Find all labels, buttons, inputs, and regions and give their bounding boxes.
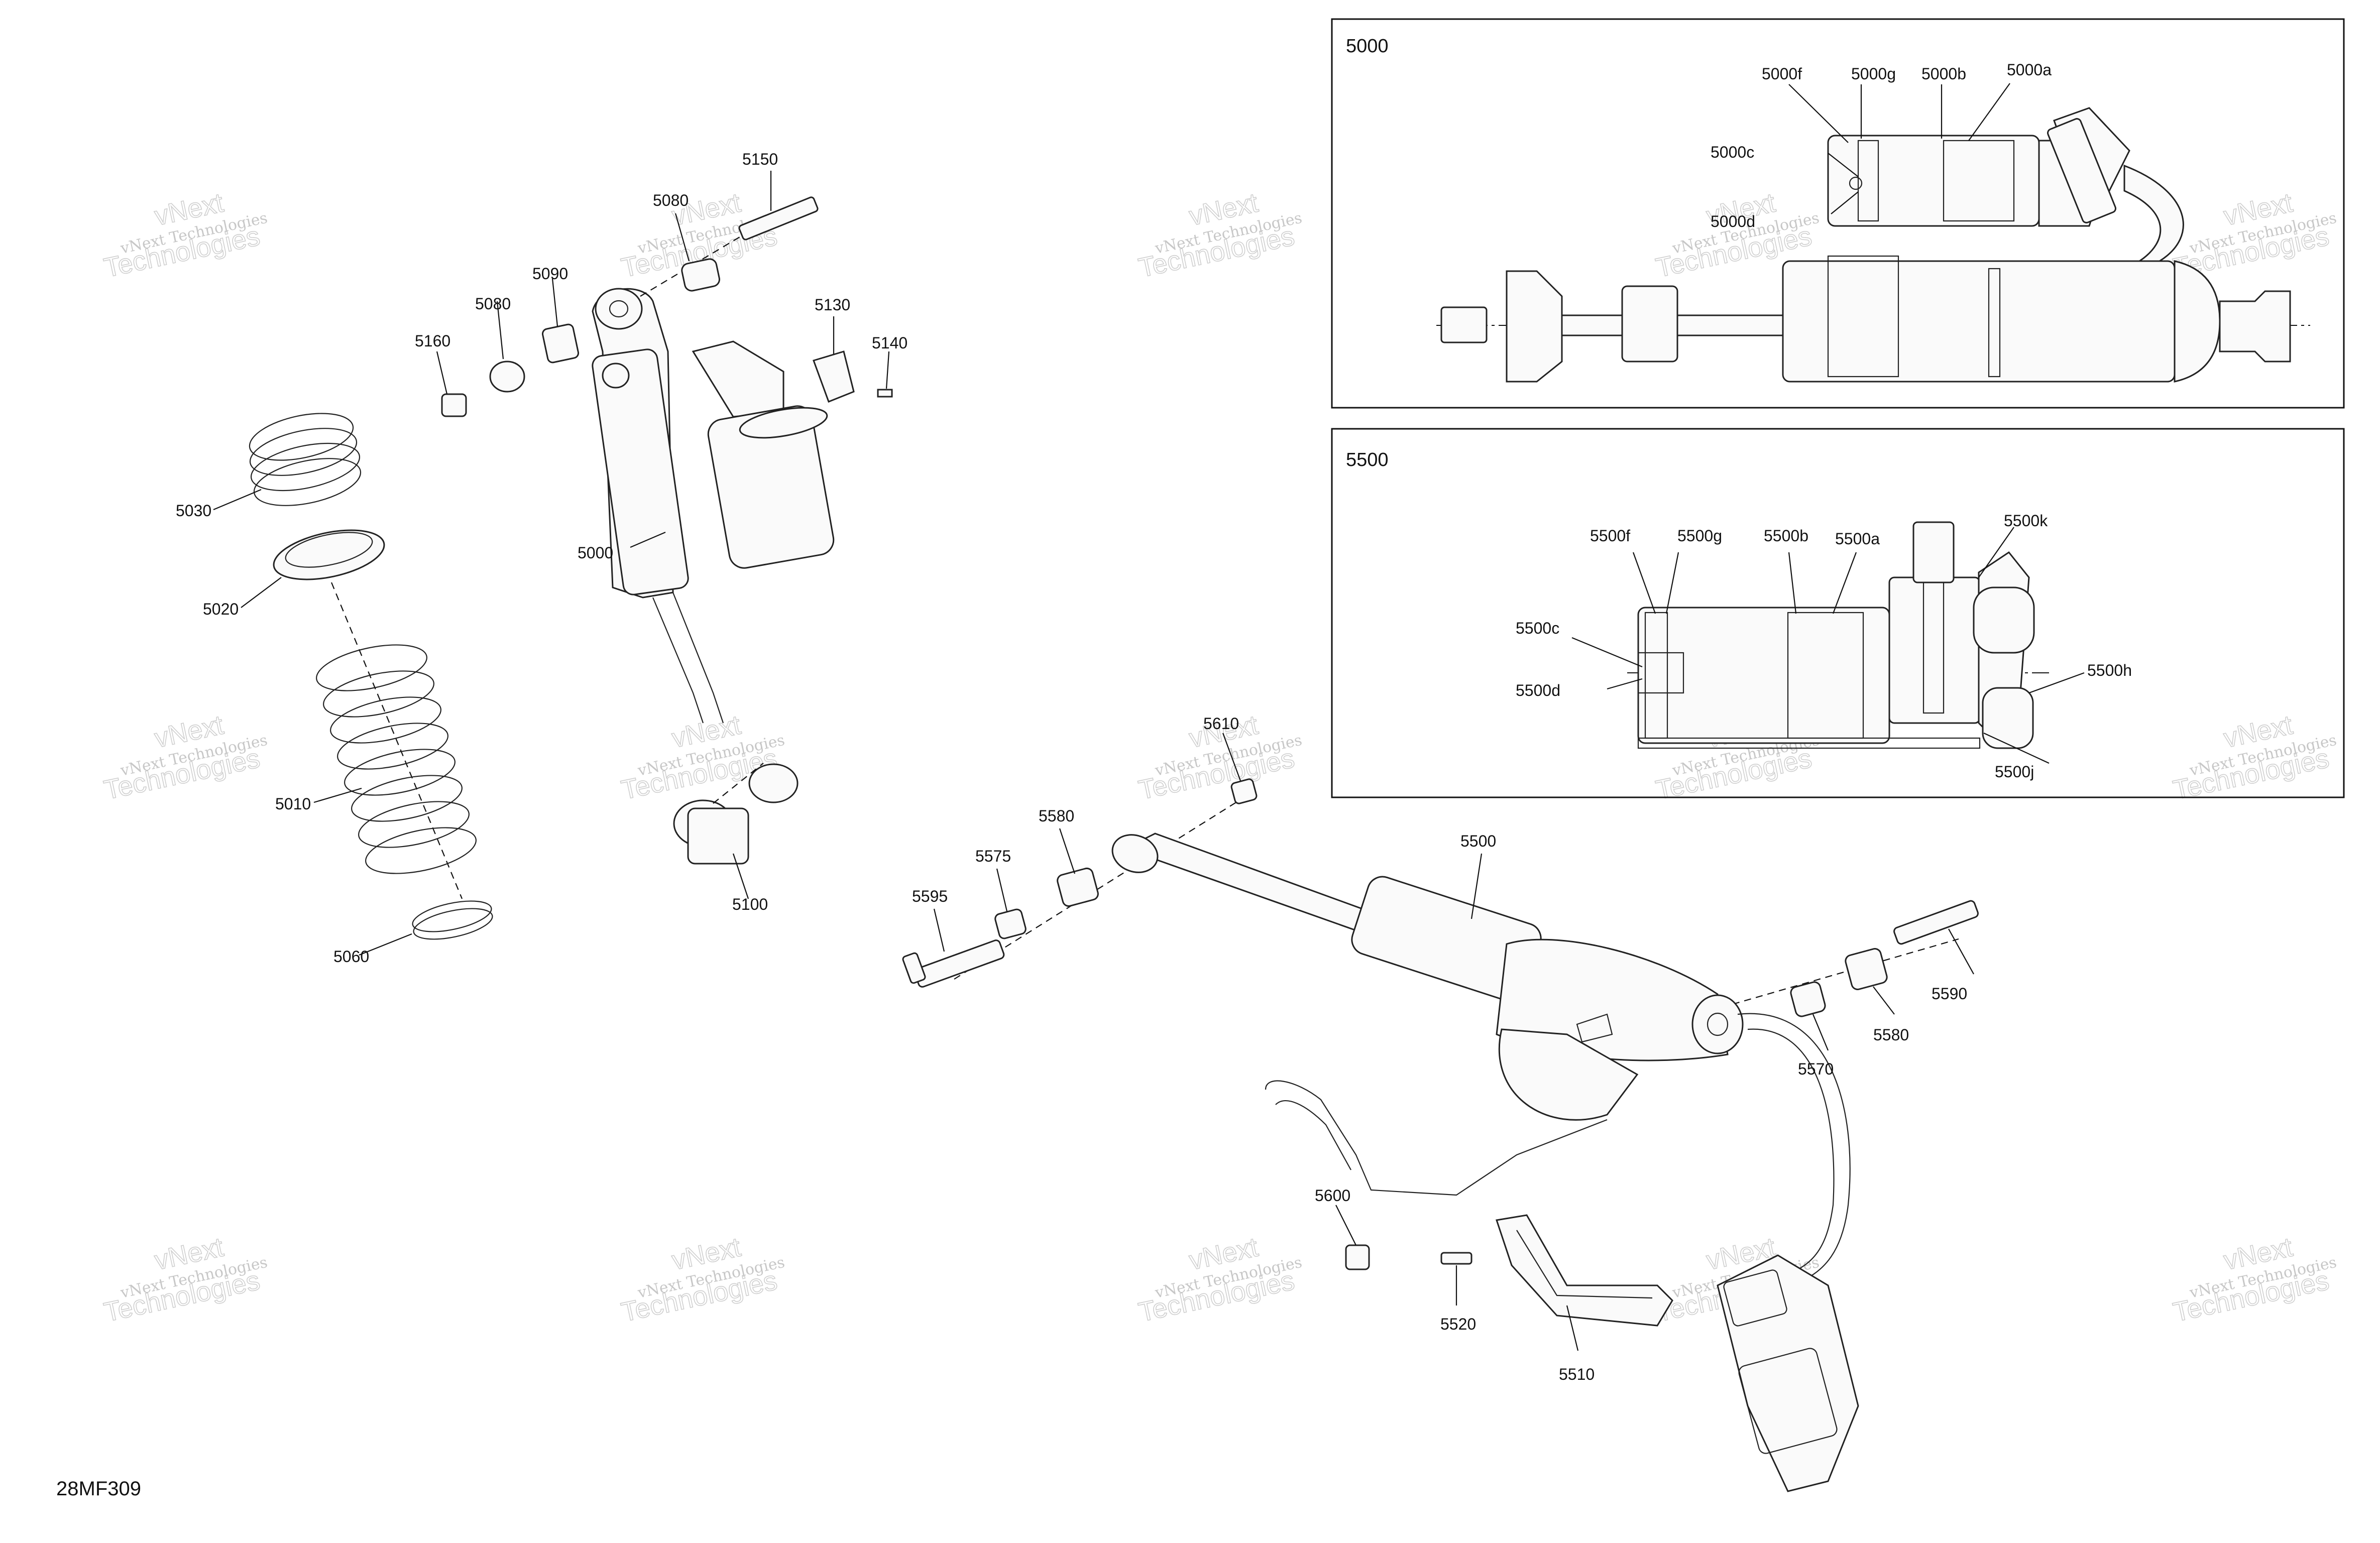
part-label-5610: 5610 xyxy=(1203,715,1239,733)
screw-5520 xyxy=(1440,1252,1472,1265)
part-label-5500: 5500 xyxy=(1460,832,1496,850)
part-label-5520: 5520 xyxy=(1440,1315,1476,1333)
spring-5030 xyxy=(249,413,362,506)
spring-coil xyxy=(358,801,470,848)
bushing-5080-upper xyxy=(681,258,720,292)
callout-5000g: 5000g xyxy=(1851,65,1896,83)
washer-5080-lower xyxy=(489,361,525,393)
part-label-5575: 5575 xyxy=(975,847,1011,865)
callout-5500d: 5500d xyxy=(1516,681,1560,699)
spring-coil xyxy=(344,749,456,796)
callout-5500j: 5500j xyxy=(1995,763,2034,781)
part-label-5580-left: 5580 xyxy=(1039,807,1074,825)
callout-5000f: 5000f xyxy=(1762,65,1802,83)
part-label-5600: 5600 xyxy=(1315,1186,1350,1205)
screw-5140 xyxy=(877,389,893,398)
spring-coil xyxy=(323,670,434,718)
spring-5010 xyxy=(316,644,477,874)
sleeve-5580-right xyxy=(1845,948,1888,990)
callout-5000b: 5000b xyxy=(1921,65,1966,83)
callout-5500a: 5500a xyxy=(1835,530,1880,548)
callout-5500b: 5500b xyxy=(1764,527,1808,545)
part-label-5090: 5090 xyxy=(532,265,568,283)
detail-box-5000: 5000 5000f 5000g 5000b 5000a 5000c 5 xyxy=(1331,18,2345,409)
clip-5060 xyxy=(412,900,493,940)
clamp-5130 xyxy=(813,350,855,403)
part-label-5580-right: 5580 xyxy=(1873,1026,1909,1044)
nut-5160 xyxy=(441,393,467,417)
callout-5000a: 5000a xyxy=(2007,61,2052,79)
bushing-5570 xyxy=(1790,981,1826,1017)
part-label-5140: 5140 xyxy=(872,334,908,352)
bolt-5590 xyxy=(1893,900,1979,945)
callout-5500k: 5500k xyxy=(2004,512,2048,530)
nut-5600 xyxy=(1345,1244,1370,1270)
bolt-5595 xyxy=(914,939,1005,988)
part-label-5160: 5160 xyxy=(415,332,450,350)
part-label-5010: 5010 xyxy=(275,795,311,813)
part-label-5020: 5020 xyxy=(203,600,239,618)
part-label-5150: 5150 xyxy=(742,150,778,168)
part-label-5130: 5130 xyxy=(815,296,850,314)
callout-5000d: 5000d xyxy=(1711,212,1755,230)
document-code: 28MF309 xyxy=(56,1478,141,1500)
sleeve-5090 xyxy=(541,323,580,364)
part-label-5080-upper: 5080 xyxy=(653,191,689,209)
bolt-5150 xyxy=(738,196,819,241)
detail-box-5500: 5500 5500f 5500g 5500b 5500a 5500k 5500c… xyxy=(1331,428,2345,798)
callout-5500f: 5500f xyxy=(1590,527,1630,545)
sleeve-5580-left xyxy=(1057,867,1099,907)
nut-5610 xyxy=(1230,778,1258,804)
part-label-5030: 5030 xyxy=(176,502,211,520)
part-label-5100: 5100 xyxy=(732,895,768,913)
callout-5500h: 5500h xyxy=(2087,661,2132,679)
detail-box-5500-title: 5500 xyxy=(1346,449,1389,470)
detail-box-5000-title: 5000 xyxy=(1346,36,1389,57)
part-label-5000: 5000 xyxy=(578,544,613,562)
bushing-5575 xyxy=(994,908,1027,939)
callout-5500g: 5500g xyxy=(1677,527,1722,545)
callout-5000c: 5000c xyxy=(1711,143,1754,161)
spring-retainer-5020 xyxy=(273,529,385,580)
spring-coil xyxy=(351,775,463,822)
spring-coil xyxy=(316,644,427,691)
part-label-5570: 5570 xyxy=(1798,1060,1834,1078)
part-label-5590: 5590 xyxy=(1932,985,1967,1003)
shock-5500-group: 5610 5580 5575 5595 5500 5590 5580 5570 … xyxy=(902,715,1979,1492)
part-label-5060: 5060 xyxy=(333,947,369,966)
spring-coil xyxy=(337,723,448,770)
part-label-5595: 5595 xyxy=(912,887,948,905)
part-label-5510: 5510 xyxy=(1559,1365,1595,1383)
spring-coil xyxy=(365,827,477,874)
spring-coil xyxy=(330,696,441,744)
callout-5500c: 5500c xyxy=(1516,619,1559,637)
shock-5000-group: 5150 5080 5090 5080 5160 5130 5140 5030 … xyxy=(176,150,908,966)
part-label-5080-lower: 5080 xyxy=(475,295,511,313)
